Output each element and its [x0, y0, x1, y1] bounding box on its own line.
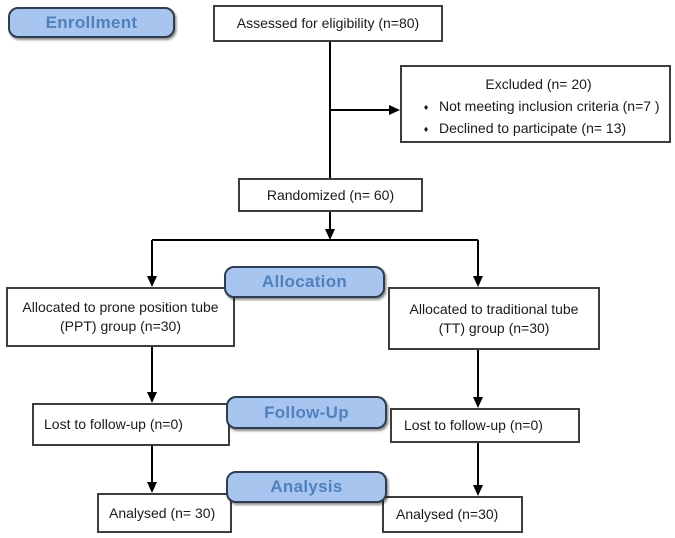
lost-to-followup-left-box: Lost to follow-up (n=0): [32, 403, 230, 446]
analysed-left-label: Analysed (n= 30): [109, 504, 216, 521]
stage-badge-enrollment: Enrollment: [8, 7, 175, 38]
excluded-item: ♦ Not meeting inclusion criteria (n=7 ): [416, 97, 661, 116]
excluded-item-label: Declined to participate (n= 13): [439, 119, 627, 136]
excluded-item-label: Not meeting inclusion criteria (n=7 ): [439, 97, 660, 114]
stage-badge-label: Analysis: [270, 477, 343, 496]
allocation-tt-box: Allocated to traditional tube (TT) group…: [388, 287, 600, 350]
excluded-title: Excluded (n= 20): [485, 76, 592, 92]
randomized-label: Randomized (n= 60): [266, 186, 395, 203]
diamond-bullet-icon: ♦: [423, 123, 429, 134]
lost-to-followup-right-box: Lost to follow-up (n=0): [390, 408, 580, 443]
allocation-tt-line1: Allocated to traditional tube: [409, 300, 579, 317]
stage-badge-analysis: Analysis: [226, 471, 387, 503]
randomized-box: Randomized (n= 60): [238, 178, 423, 212]
stage-badge-label: Allocation: [261, 272, 348, 291]
assessed-label: Assessed for eligibility (n=80): [236, 15, 420, 32]
diamond-bullet-icon: ♦: [423, 101, 429, 112]
allocation-tt-line2: (TT) group (n=30): [438, 319, 550, 336]
assessed-for-eligibility-box: Assessed for eligibility (n=80): [213, 5, 443, 42]
analysed-right-box: Analysed (n=30): [382, 496, 523, 533]
lost-to-followup-right-label: Lost to follow-up (n=0): [404, 417, 543, 434]
allocation-ppt-line1: Allocated to prone position tube: [22, 299, 219, 316]
allocation-ppt-box: Allocated to prone position tube (PPT) g…: [6, 287, 235, 347]
analysed-left-box: Analysed (n= 30): [97, 493, 232, 533]
stage-badge-label: Follow-Up: [264, 402, 349, 422]
analysed-right-label: Analysed (n=30): [396, 506, 499, 523]
excluded-box: Excluded (n= 20) ♦ Not meeting inclusion…: [400, 65, 671, 143]
stage-badge-allocation: Allocation: [224, 266, 385, 298]
allocation-ppt-line2: (PPT) group (n=30): [60, 318, 181, 334]
lost-to-followup-left-label: Lost to follow-up (n=0): [44, 416, 183, 433]
stage-badge-followup: Follow-Up: [226, 396, 387, 429]
stage-badge-label: Enrollment: [45, 12, 138, 32]
excluded-item: ♦ Declined to participate (n= 13): [416, 119, 661, 138]
